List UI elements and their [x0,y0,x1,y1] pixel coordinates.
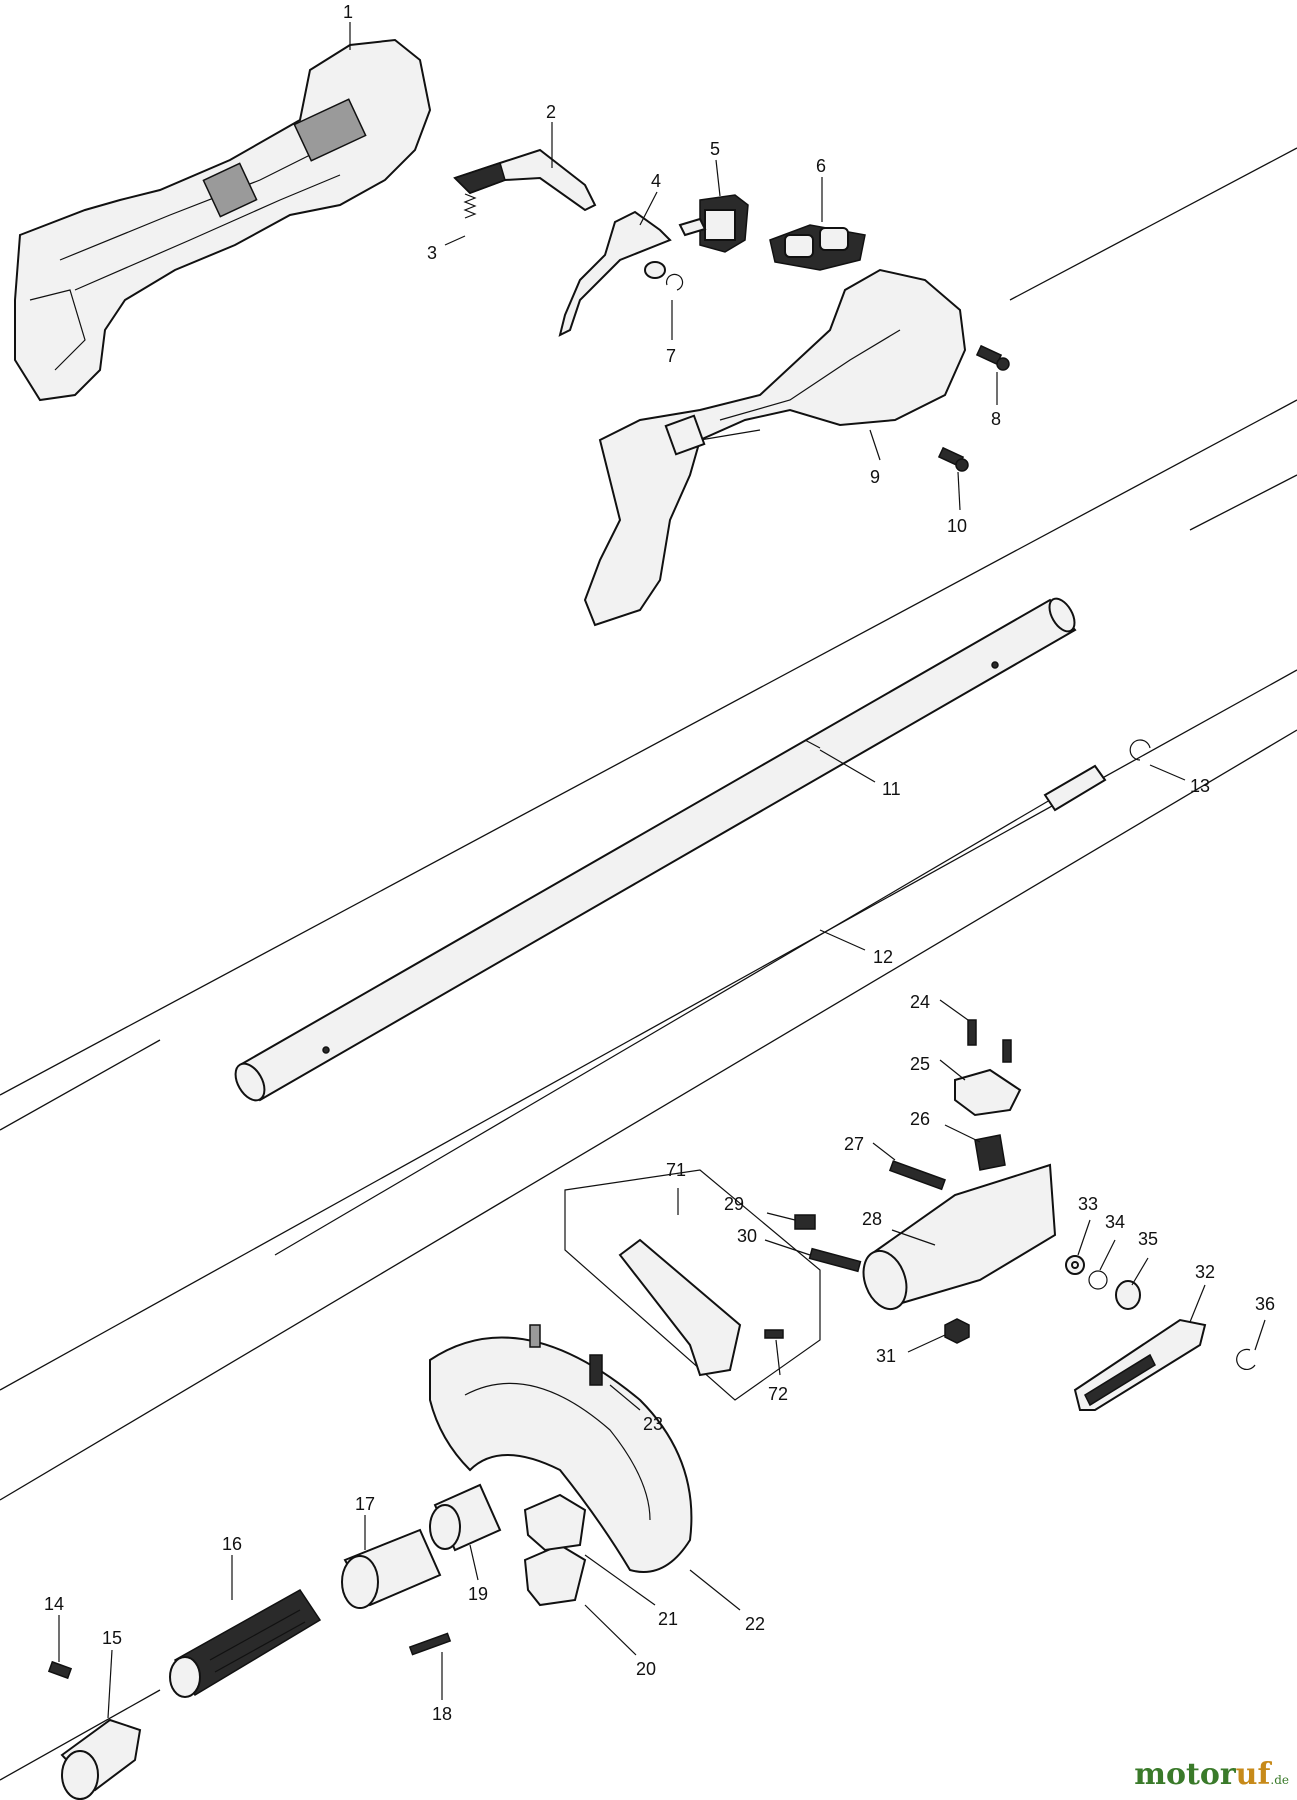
nut-31[interactable] [944,1318,970,1344]
shaft-housing-28[interactable] [856,1163,1057,1315]
spring[interactable] [463,193,477,219]
callout-27: 27 [844,1134,864,1154]
callout-12: 12 [873,947,893,967]
bush-35[interactable] [1115,1280,1141,1310]
screw-10[interactable] [937,446,969,472]
callout-23: 23 [643,1414,663,1434]
ring-34[interactable] [1088,1270,1108,1290]
screw-18[interactable] [408,1632,452,1656]
bolt-30[interactable] [808,1247,862,1273]
plate-25[interactable] [954,1068,1022,1117]
lever-71[interactable] [618,1238,742,1377]
button-pad[interactable] [769,224,866,271]
trigger-clip[interactable] [665,273,684,291]
callout-72: 72 [768,1384,788,1404]
hand-grip[interactable] [169,1589,322,1698]
callout-34: 34 [1105,1212,1125,1232]
watermark-logo: motoruf.de [1134,1757,1289,1792]
bushing-19[interactable] [429,1483,502,1552]
callout-5: 5 [710,139,720,159]
trigger[interactable] [558,210,672,337]
callout-7: 7 [666,346,676,366]
callout-20: 20 [636,1659,656,1679]
callout-71: 71 [666,1160,686,1180]
callout-15: 15 [102,1628,122,1648]
callout-11: 11 [882,779,901,799]
clip-36[interactable] [1236,1348,1256,1371]
callout-4: 4 [651,171,661,191]
callout-1: 1 [343,2,353,22]
callout-2: 2 [546,102,556,122]
callout-14: 14 [44,1594,64,1614]
motor-housing-left-half[interactable] [14,38,432,402]
callout-33: 33 [1078,1194,1098,1214]
plug-26[interactable] [974,1134,1006,1171]
callout-3: 3 [427,243,437,263]
bracket-upper[interactable] [523,1493,587,1552]
brand-part2: uf [1235,1757,1271,1792]
callout-36: 36 [1255,1294,1275,1314]
callout-32: 32 [1195,1262,1215,1282]
adjust-lever[interactable] [1073,1318,1207,1411]
callout-16: 16 [222,1534,242,1554]
callout-31: 31 [876,1346,896,1366]
lock-lever[interactable] [453,148,597,212]
callout-26: 26 [910,1109,930,1129]
callout-28: 28 [862,1209,882,1229]
brand-part1: motor [1134,1757,1236,1792]
washer-33[interactable] [1065,1255,1085,1275]
callout-29: 29 [724,1194,744,1214]
outer-tube[interactable] [230,594,1080,1105]
callout-labels: 1 2 3 4 5 6 7 8 9 10 11 12 13 14 15 16 1… [44,2,1275,1724]
callout-35: 35 [1138,1229,1158,1249]
sub-assembly-71-frame [564,1169,821,1401]
bolt-23[interactable] [529,1324,603,1386]
leader-lines [58,22,1266,1719]
callout-30: 30 [737,1226,757,1246]
screw-14[interactable] [47,1660,73,1680]
callout-22: 22 [745,1614,765,1634]
screw-8[interactable] [975,344,1010,371]
screw-24[interactable] [967,1019,1012,1063]
circlip-13[interactable] [1129,739,1151,761]
callout-13: 13 [1190,776,1210,796]
callout-10: 10 [947,516,967,536]
callout-21: 21 [658,1609,678,1629]
callout-8: 8 [991,409,1001,429]
bolt-27[interactable] [888,1160,946,1191]
callout-6: 6 [816,156,826,176]
section-separators [0,147,1297,1781]
callout-17: 17 [355,1494,375,1514]
screw-72[interactable] [764,1329,784,1339]
bolt-29[interactable] [794,1214,816,1230]
callout-25: 25 [910,1054,930,1074]
callout-9: 9 [870,467,880,487]
callout-19: 19 [468,1584,488,1604]
motor-housing-right-half[interactable] [583,268,967,627]
bracket-lower[interactable] [523,1543,587,1607]
brand-suffix: .de [1270,1773,1289,1787]
switch-unit[interactable] [678,194,749,253]
callout-24: 24 [910,992,930,1012]
callout-18: 18 [432,1704,452,1724]
sleeve-17[interactable] [341,1528,442,1609]
drive-shaft[interactable] [274,764,1107,1256]
end-clamp[interactable] [60,1718,142,1800]
